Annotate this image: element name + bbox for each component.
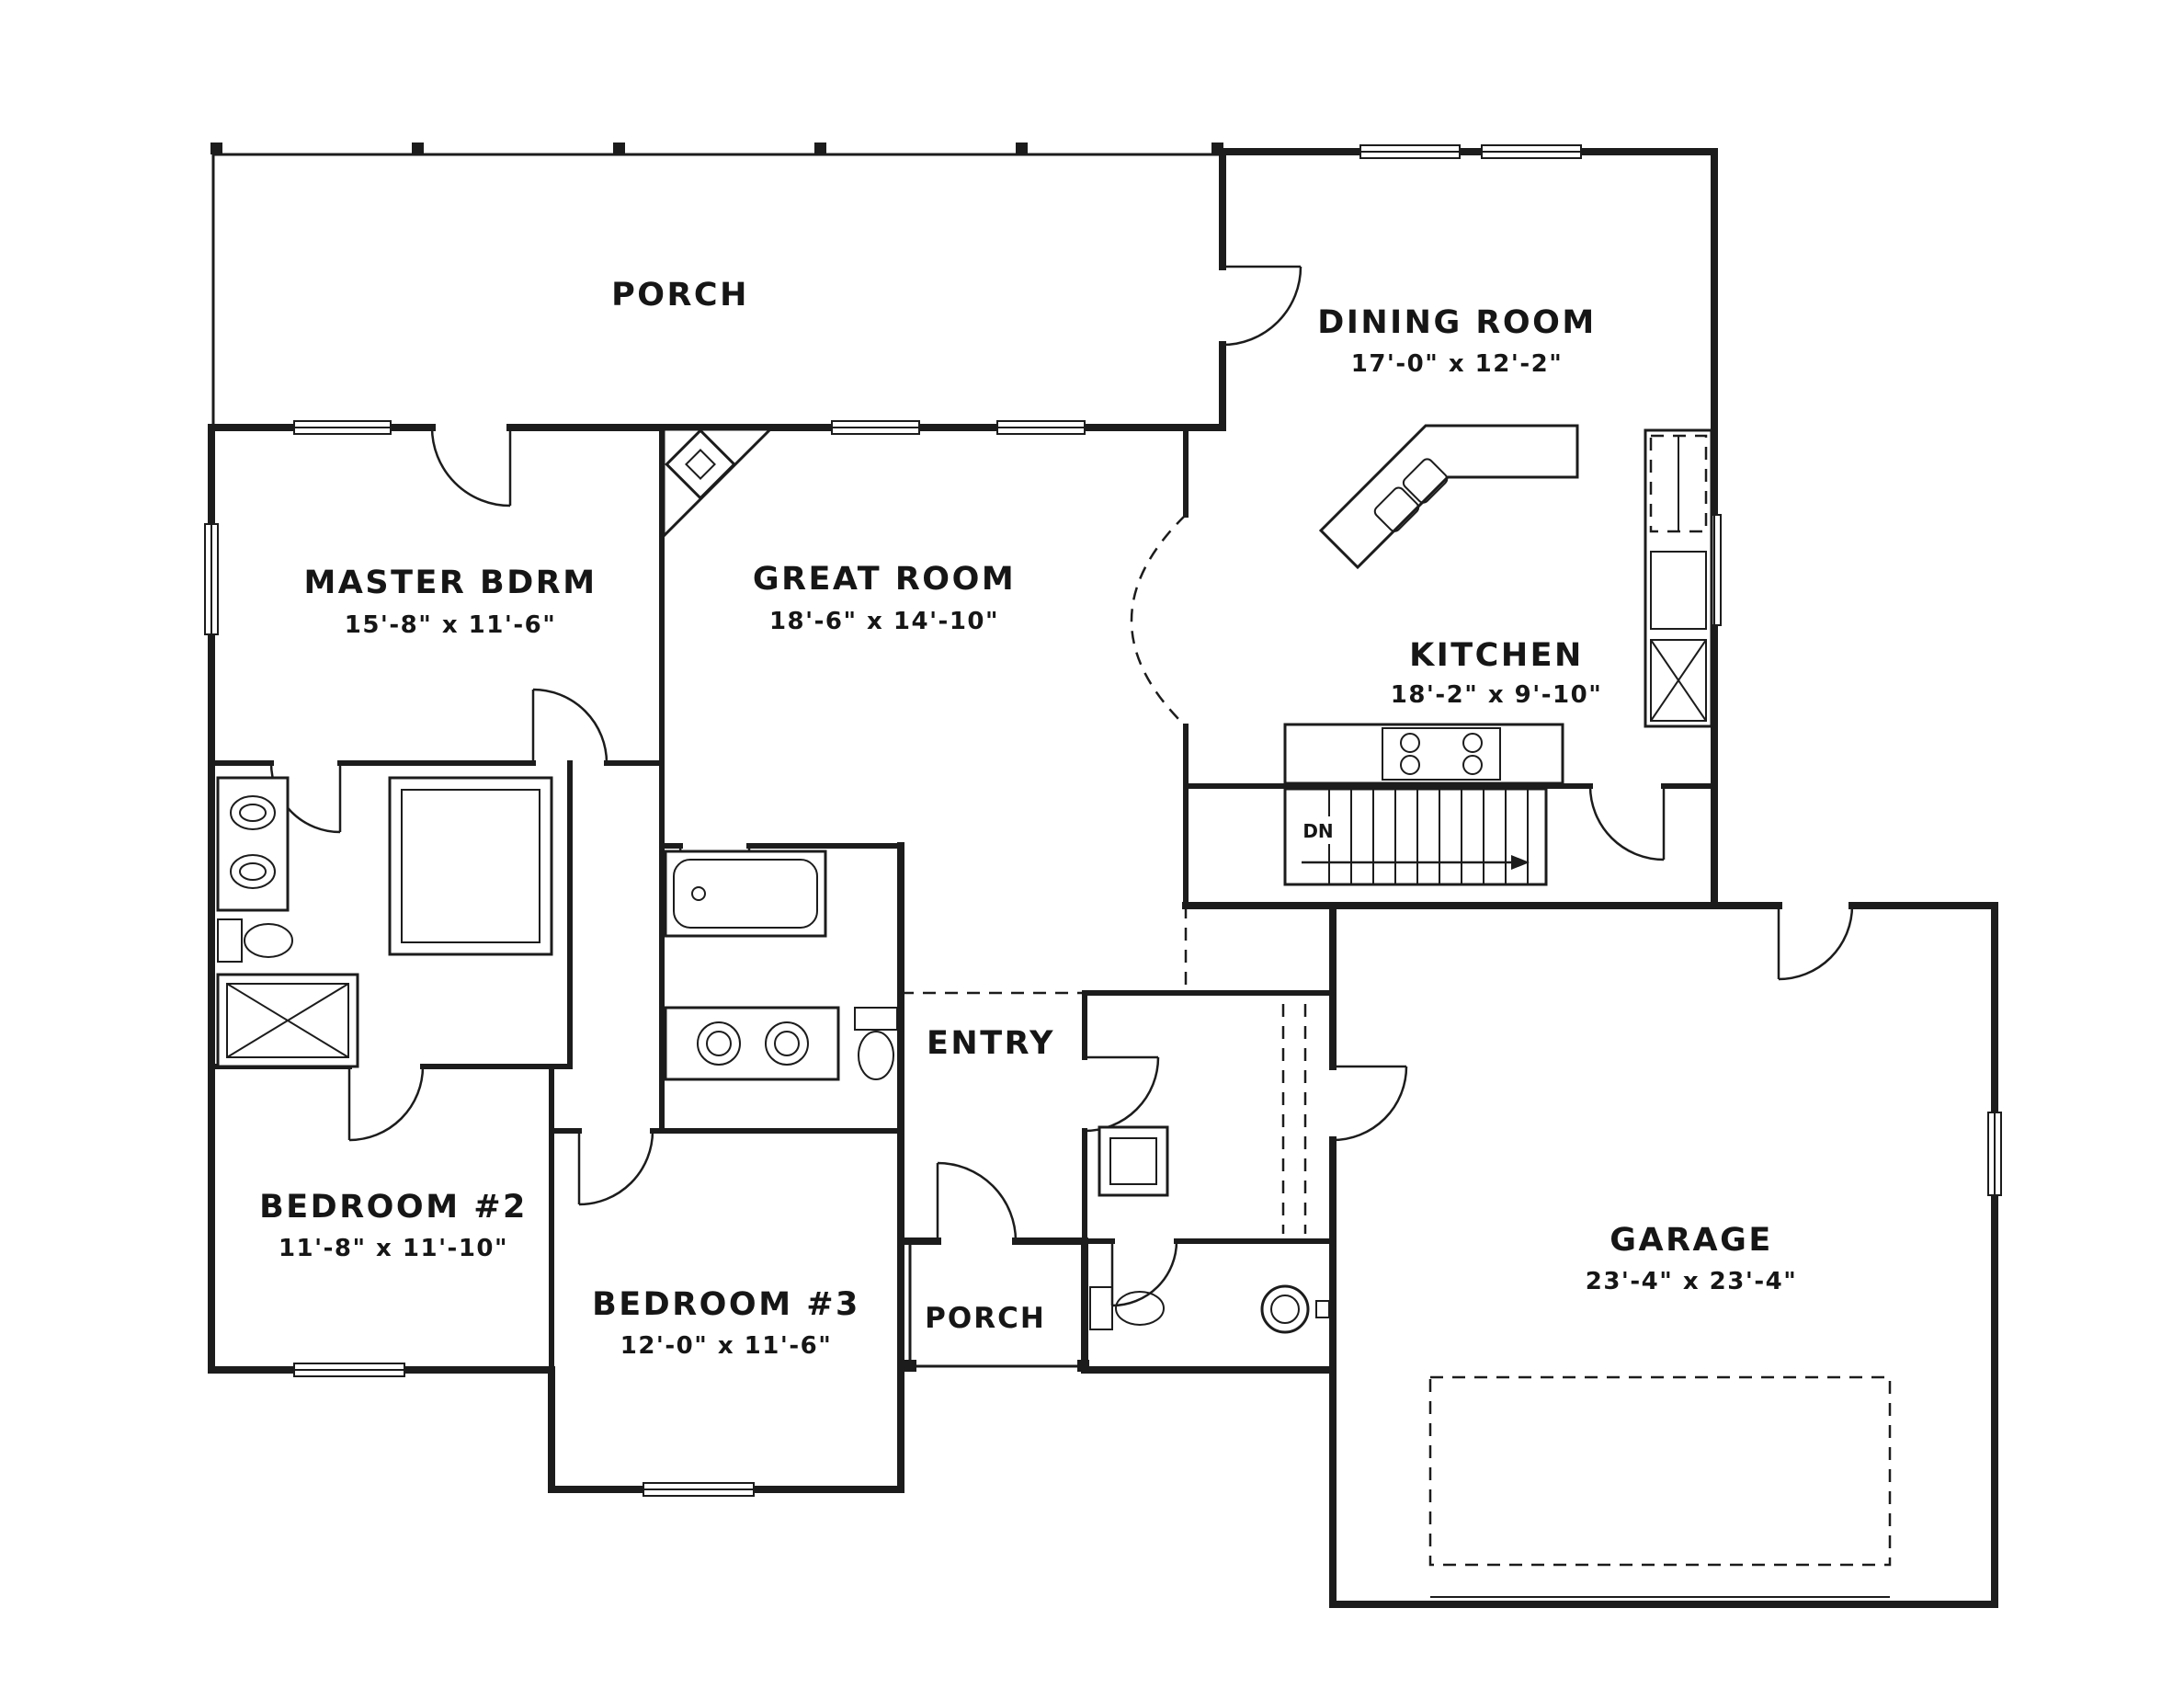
stairs-dn-label: DN xyxy=(1302,820,1333,842)
window xyxy=(996,420,1086,435)
pantry-shelves xyxy=(1650,639,1707,722)
sink xyxy=(230,795,276,830)
door-bedroom3 xyxy=(577,1130,654,1206)
door-garage-mudroom xyxy=(1332,1065,1408,1142)
arched-opening-great-room xyxy=(1130,514,1187,727)
toilet xyxy=(854,1007,898,1080)
door-half-bath xyxy=(1110,1240,1178,1307)
bedroom3-dims: 12'-0" x 11'-6" xyxy=(620,1332,833,1360)
garage-dims: 23'-4" x 23'-4" xyxy=(1586,1268,1798,1295)
sink-bowl xyxy=(239,862,267,881)
window xyxy=(1987,1112,2002,1196)
window xyxy=(293,420,392,435)
kitchen-island xyxy=(1318,424,1579,570)
fireplace-box xyxy=(665,428,736,500)
garden-tub xyxy=(388,776,553,956)
window xyxy=(1359,144,1461,159)
bedroom3-label: BEDROOM #3 xyxy=(592,1286,860,1323)
sink-bowl xyxy=(706,1031,732,1056)
master-bath-fixtures xyxy=(216,776,553,1068)
door-dining-porch xyxy=(1222,265,1302,347)
toilet xyxy=(1089,1286,1165,1330)
bathtub xyxy=(664,850,827,938)
porch-post xyxy=(1016,143,1028,154)
porch-edge-lines xyxy=(211,153,1224,427)
porch-post xyxy=(210,143,222,154)
half-bath-fixtures xyxy=(1089,1125,1330,1334)
fireplace-flue xyxy=(685,449,716,480)
bedroom2-dims: 11'-8" x 11'-10" xyxy=(279,1235,508,1262)
kitchen-fixtures xyxy=(1283,424,1713,785)
entry-label: ENTRY xyxy=(927,1025,1055,1062)
kitchen-dims: 18'-2" x 9'-10" xyxy=(1391,681,1603,709)
master-bedroom-label: MASTER BDRM xyxy=(303,565,597,601)
great-room-dims: 18'-6" x 14'-10" xyxy=(769,608,999,635)
kitchen-cabinet xyxy=(1650,551,1707,630)
sink xyxy=(765,1021,809,1066)
stair-arrow-icon xyxy=(1511,855,1530,870)
door-front-entry xyxy=(936,1161,1018,1242)
window xyxy=(831,420,920,435)
door-master-bedroom xyxy=(531,688,609,764)
windows xyxy=(204,144,2002,1497)
window xyxy=(204,523,219,635)
toilet xyxy=(217,918,293,963)
door-garage-service xyxy=(1777,905,1854,981)
sink-bowl xyxy=(239,804,267,822)
window xyxy=(1481,144,1582,159)
door-bedroom2 xyxy=(347,1066,425,1142)
garage-label: GARAGE xyxy=(1610,1222,1773,1259)
corner-fireplace xyxy=(662,428,774,540)
hall-bath-fixtures xyxy=(664,850,898,1081)
porch-post xyxy=(412,143,424,154)
porch-post xyxy=(613,143,625,154)
great-room-label: GREAT ROOM xyxy=(753,561,1016,598)
dining-room-dims: 17'-0" x 12'-2" xyxy=(1351,350,1564,378)
window xyxy=(293,1363,405,1377)
garage-overhead-door-dashed xyxy=(1428,1375,1892,1567)
stairs: DN xyxy=(1283,787,1548,886)
island-sink xyxy=(1373,458,1449,532)
front-porch-structure xyxy=(210,143,1224,427)
laundry-appliance xyxy=(1098,1125,1169,1197)
porch-top-label: PORCH xyxy=(611,277,749,314)
porch-bottom-label: PORCH xyxy=(925,1302,1046,1335)
master-vanity xyxy=(216,776,290,912)
sink-bowl xyxy=(774,1031,800,1056)
refrigerator xyxy=(1649,434,1708,533)
kitchen-counter xyxy=(1283,723,1564,785)
door-great-room-porch xyxy=(430,427,512,508)
porch-post xyxy=(904,1360,916,1372)
dashed-openings xyxy=(901,514,1892,1567)
room-labels: PORCH DINING ROOM 17'-0" x 12'-2" MASTER… xyxy=(259,277,1798,1360)
door-kitchen-hall xyxy=(1588,785,1666,861)
stair-label-bg xyxy=(1294,816,1342,844)
range-cooktop xyxy=(1382,727,1501,781)
sink xyxy=(697,1021,741,1066)
hall-vanity xyxy=(664,1006,840,1081)
window xyxy=(643,1482,755,1497)
kitchen-label: KITCHEN xyxy=(1409,637,1584,674)
door-mud-room xyxy=(1084,1055,1160,1133)
shower xyxy=(216,973,359,1068)
dining-room-label: DINING ROOM xyxy=(1317,304,1596,341)
porch-post xyxy=(814,143,826,154)
doors xyxy=(269,265,1854,1307)
master-bedroom-dims: 15'-8" x 11'-6" xyxy=(345,611,557,639)
bedroom2-label: BEDROOM #2 xyxy=(259,1189,528,1226)
sink xyxy=(230,854,276,889)
pedestal-sink xyxy=(1260,1284,1330,1334)
